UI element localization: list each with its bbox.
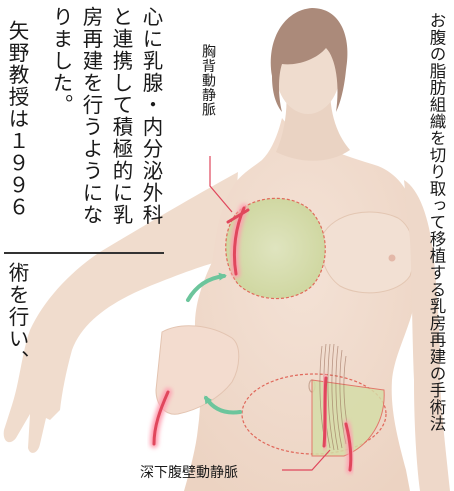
upper-flap-group bbox=[226, 198, 326, 298]
nipple bbox=[389, 255, 396, 262]
right-breast bbox=[321, 212, 414, 293]
article-column-2: と連携して積極的に乳 bbox=[108, 6, 134, 226]
article-column-4: りました。 bbox=[48, 6, 74, 116]
lower-vessel-label: 深下腹壁動静脈 bbox=[140, 462, 238, 482]
article-column-1: 心に乳腺・内分泌外科 bbox=[138, 6, 164, 226]
article-column-3: 房再建を行うようにな bbox=[78, 6, 104, 226]
upper-vessel-label: 胸背動静脈 bbox=[198, 44, 218, 117]
article-column-6: 術を行い、 bbox=[4, 262, 30, 372]
article-divider bbox=[4, 252, 164, 254]
lower-vessel-1 bbox=[324, 378, 326, 446]
torso-body bbox=[184, 118, 420, 491]
figure-caption: お腹の脂肪組織を切り取って移植する乳房再建の手術法 bbox=[424, 12, 448, 432]
article-column-5: 矢野教授は１９９６ bbox=[4, 20, 30, 218]
